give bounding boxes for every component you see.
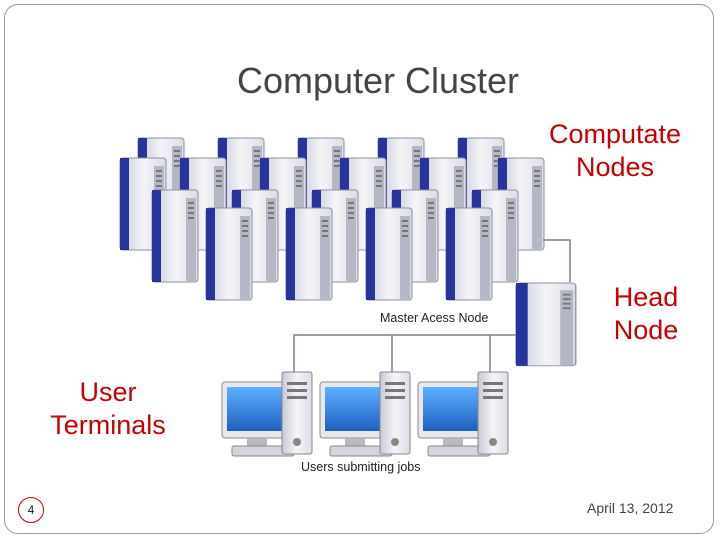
compute-nodes-callout: Computate Nodes (540, 118, 690, 184)
compute-node-icon (365, 207, 413, 301)
callout-line: Node (613, 315, 679, 345)
users-jobs-label: Users submitting jobs (301, 460, 421, 474)
slide-date: April 13, 2012 (587, 500, 674, 516)
user-terminal-icon (221, 371, 313, 457)
slide-title: Computer Cluster (236, 60, 520, 101)
network-lines (293, 239, 571, 372)
callout-line: Terminals (50, 410, 166, 440)
callout-line: Computate (548, 119, 682, 149)
head-node-callout: Head Node (606, 281, 686, 347)
callout-line: Nodes (575, 152, 655, 182)
head-node-icon (515, 282, 577, 367)
callout-line: Head (613, 282, 679, 312)
user-terminal-icon (319, 371, 411, 457)
user-terminals-group (221, 371, 509, 457)
compute-node-icon (151, 189, 199, 283)
callout-line: User (79, 377, 137, 407)
compute-node-icon (205, 207, 253, 301)
master-node-label: Master Acess Node (380, 311, 489, 325)
compute-node-icon (285, 207, 333, 301)
page-number-badge: 4 (18, 497, 44, 523)
user-terminals-callout: User Terminals (38, 376, 178, 442)
user-terminal-icon (417, 371, 509, 457)
compute-nodes-group (119, 137, 545, 301)
compute-node-icon (445, 207, 493, 301)
